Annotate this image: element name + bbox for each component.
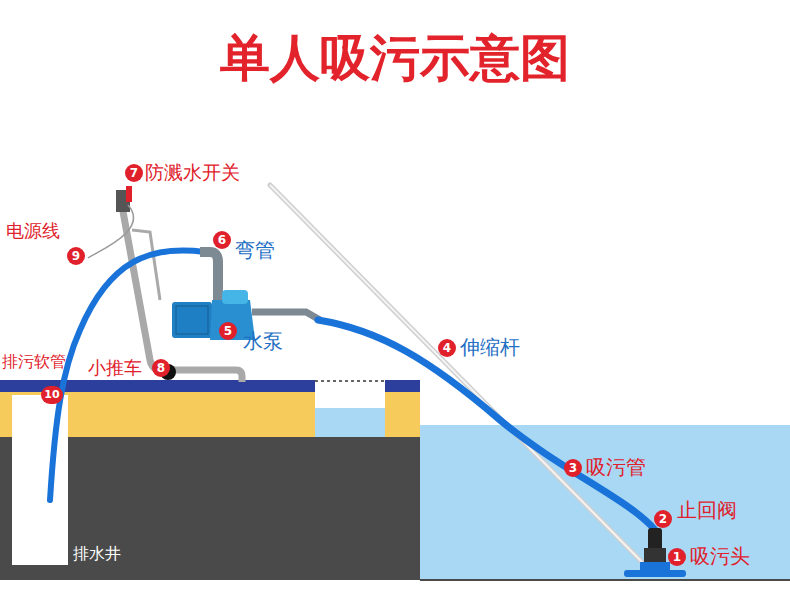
part-label: 电源线: [6, 221, 60, 241]
part-label: 吸污头: [690, 545, 750, 567]
part-label: 止回阀: [677, 499, 737, 521]
callout-number: 3: [564, 459, 582, 477]
telescopic-pole: [270, 185, 642, 562]
callout-number: 7: [125, 164, 143, 182]
cart-brace: [132, 230, 160, 300]
part-label: 排污软管: [2, 353, 66, 371]
pit-edge: [315, 380, 385, 382]
callout-number: 10: [41, 386, 63, 404]
pump-fins: [176, 306, 208, 334]
splashproof-switch: [126, 186, 132, 202]
pit-water: [315, 408, 385, 437]
discharge-hose: [50, 250, 205, 500]
part-label: 排水井: [73, 545, 121, 563]
callout-number: 5: [219, 322, 237, 340]
part-label: 小推车: [88, 358, 142, 378]
pool-floor: [420, 579, 790, 581]
callout-number: 2: [654, 510, 672, 528]
pump-lid: [222, 290, 248, 304]
suction-hose: [318, 320, 655, 530]
telescopic-pole-shine: [270, 185, 642, 562]
elbow-pipe: [200, 252, 218, 300]
callout-number: 9: [67, 247, 85, 265]
part-label: 弯管: [235, 239, 275, 261]
callout-number: 8: [152, 359, 170, 377]
pool-water: [420, 425, 790, 580]
outlet-pipe: [252, 312, 320, 320]
callout-number: 4: [438, 339, 456, 357]
pump-motor: [172, 302, 212, 338]
callout-number: 6: [213, 231, 231, 249]
cart-frame: [120, 195, 242, 382]
part-label: 防溅水开关: [145, 162, 240, 183]
part-label: 吸污管: [586, 456, 646, 478]
suction-head: [624, 570, 686, 577]
ground: [0, 380, 420, 580]
callout-number: 1: [668, 548, 686, 566]
diagram-title: 单人吸污示意图: [0, 28, 790, 88]
pit: [315, 380, 385, 437]
suction-head-neck: [644, 548, 666, 562]
part-label: 伸缩杆: [460, 336, 520, 358]
suction-head-top: [640, 562, 670, 571]
part-label: 水泵: [243, 330, 283, 352]
power-cord: [88, 205, 134, 258]
